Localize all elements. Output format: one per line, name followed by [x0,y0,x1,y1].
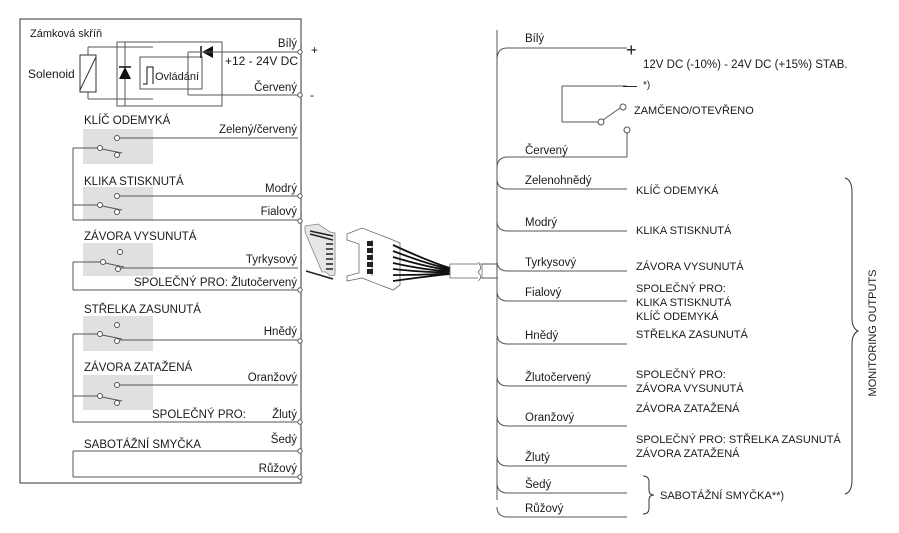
output-wire-label: Šedý [525,478,551,491]
tamper-loop-label: SABOTÁŽNÍ SMYČKA [84,438,201,451]
output-wire-line [496,220,627,232]
wire-turquoise-label: Tyrkysový [246,254,297,266]
output-wire-line [496,178,627,190]
switch-label-handle-pressed: KLIKA STISKNUTÁ [84,175,184,188]
output-wire-line [496,290,627,302]
output-wire-label: Fialový [525,287,562,299]
tamper-brace [642,475,655,515]
switch-label-bolt-extended: ZÁVORA VYSUNUTÁ [84,230,197,243]
output-description: SPOLEČNÝ PRO: [636,368,726,381]
terminal-yellow-red [297,287,303,293]
output-description: ZÁVORA ZATAŽENÁ [636,402,740,415]
lock-box-title: Zámková skříň [30,28,102,40]
terminal-violet [297,218,303,224]
wire-orange-label: Oranžový [248,372,297,384]
footnote-marker: *) [643,80,650,91]
output-wire-line [496,506,627,518]
pulse-icon [143,66,154,85]
wire-brown-label: Hnědý [264,326,297,338]
output-wire-label: Hnědý [525,330,558,342]
output-description: KLÍČ ODEMYKÁ [636,184,719,197]
output-description: SPOLEČNÝ PRO: [636,282,726,295]
terminal-pink [297,474,303,480]
wire-blue-label: Modrý [265,183,297,195]
output-description: SPOLEČNÝ PRO: STŘELKA ZASUNUTÁ [636,433,841,446]
common-for-label: SPOLEČNÝ PRO: [152,408,246,421]
output-description: ZÁVORA VYSUNUTÁ [636,382,744,395]
solenoid-label: Solenoid [28,67,75,81]
right-wire-red-label: Červený [525,144,568,157]
switch-handle-pressed [83,187,153,220]
output-wire-label: Zelenohnědý [525,175,592,187]
right-minus-sign: — [623,77,637,93]
diode-icon [119,66,131,79]
control-label: Ovládání [155,71,199,83]
solenoid-icon [79,46,153,100]
output-wire-label: Modrý [525,217,557,229]
output-description: STŘELKA ZASUNUTÁ [636,328,749,341]
wire-common-yellow-red-label: SPOLEČNÝ PRO: Žlutočervený [134,276,297,289]
driver-module [116,41,223,107]
output-wire-label: Žlutý [525,451,550,464]
wire-green-red-label: Zelený/červený [219,124,297,136]
terminal-yellow [297,419,303,425]
right-plus-sign: + [626,40,637,60]
plus-sign: + [311,43,318,57]
terminal-grey [297,448,303,454]
lock-box-frame [19,18,302,484]
terminal-white [297,49,303,55]
plug-connector-icon [346,227,498,291]
monitoring-brace [844,177,860,495]
tamper-loop-right-label: SABOTÁŽNÍ SMYČKA**) [660,489,784,502]
output-wire-line [496,455,627,467]
output-wire-label: Tyrkysový [525,257,576,269]
control-block [139,56,203,90]
terminal-brown [297,338,303,344]
output-wire-line [496,260,627,272]
status-switch-label: ZAMČENO/OTEVŘENO [634,104,754,117]
switch-label-key-unlock: KLÍČ ODEMYKÁ [84,114,171,127]
output-wire-line [496,333,627,345]
wire-red-label: Červený [254,81,297,94]
wire-pink-label: Růžový [259,463,298,475]
wire-grey-label: Šedý [271,433,297,446]
switch-label-latch-retracted: STŘELKA ZASUNUTÁ [84,303,201,316]
switch-label-bolt-loaded: ZÁVORA ZATAŽENÁ [84,361,193,374]
terminal-red [297,92,303,98]
output-wire-label: Růžový [525,503,564,515]
output-description: KLIKA STISKNUTÁ [636,296,732,309]
output-description: KLÍČ ODEMYKÁ [636,310,719,323]
output-wire-line [496,482,627,494]
output-description: KLIKA STISKNUTÁ [636,224,732,237]
minus-sign: - [310,88,314,102]
terminal-blue [297,193,303,199]
output-wire-label: Žlutočervený [525,371,591,384]
switch-key-unlock [83,129,153,164]
output-wire-label: Oranžový [525,412,574,424]
output-description: ZÁVORA VYSUNUTÁ [636,260,744,273]
output-wire-line [496,375,627,387]
supply-voltage-label: +12 - 24V DC [225,54,298,68]
wire-violet-label: Fialový [261,206,298,218]
monitoring-outputs-label: MONITORING OUTPUTS [867,270,879,397]
output-description: ZÁVORA ZATAŽENÁ [636,447,740,460]
wire-white-label: Bílý [278,38,297,50]
supply-spec-label: 12V DC (-10%) - 24V DC (+15%) STAB. [643,59,848,71]
pcb-header-connector-icon [304,223,336,280]
right-wire-white-label: Bílý [525,33,544,45]
wire-yellow-label: Žlutý [272,408,297,421]
output-wire-line [496,415,627,427]
status-switch-icon [597,103,631,134]
